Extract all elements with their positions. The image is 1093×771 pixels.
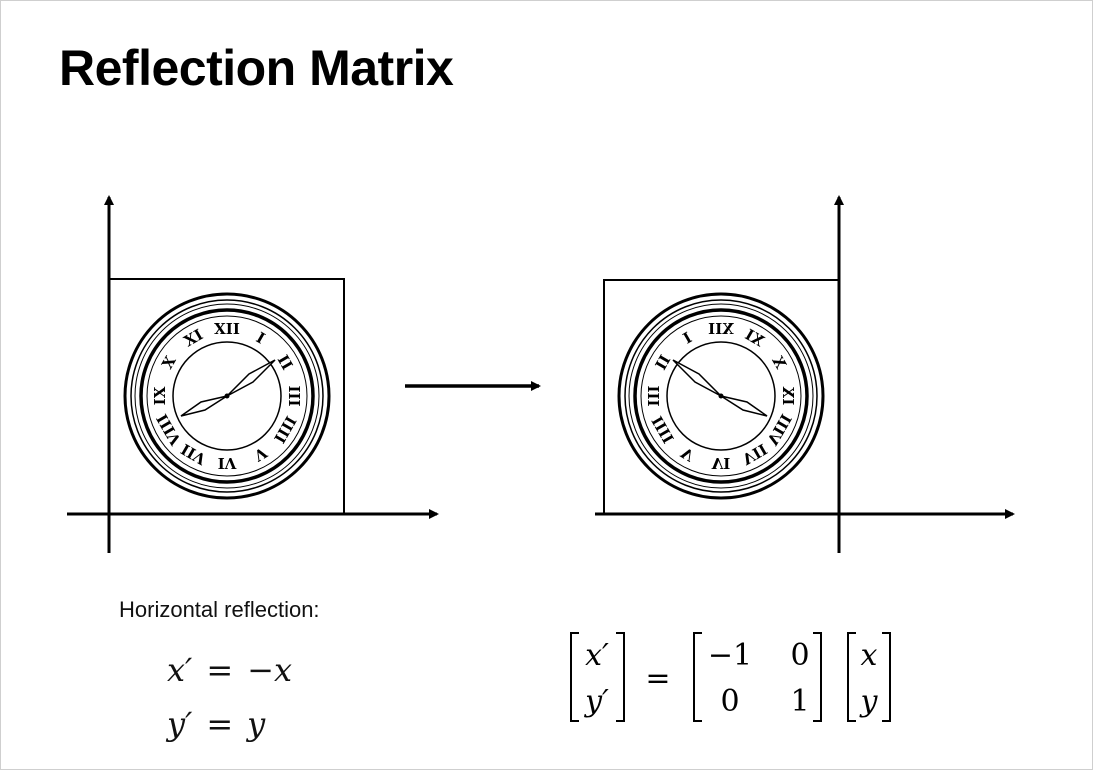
matrix-a12: 0 xyxy=(790,638,809,673)
matrix-equals: = xyxy=(645,661,670,696)
matrix-a22: 1 xyxy=(790,684,809,719)
vec-input-left-bracket xyxy=(847,632,856,722)
eq-y-op: = xyxy=(206,705,234,743)
right-clock-frame xyxy=(603,279,840,515)
equation-y: y′ = y xyxy=(167,705,265,743)
equation-x: x′ = −x xyxy=(167,651,292,689)
caption: Horizontal reflection: xyxy=(119,597,320,622)
vec-result-right-bracket xyxy=(616,632,625,722)
matrix-left-bracket xyxy=(693,632,702,722)
vec-input-right-bracket xyxy=(882,632,891,722)
eq-y-lhs: y′ xyxy=(167,705,193,743)
clock-numeral: VI xyxy=(711,454,731,472)
clock-numeral: IX xyxy=(779,386,797,405)
eq-x-rhs: −x xyxy=(247,651,292,689)
eq-x-lhs: x′ xyxy=(167,651,193,689)
left-clock-frame xyxy=(108,278,345,515)
matrix-a21: 0 xyxy=(720,684,739,719)
matrix-right-bracket xyxy=(813,632,822,722)
clock-numeral: III xyxy=(645,385,663,406)
slide-title: Reflection Matrix xyxy=(59,40,454,96)
vec-input-y: y xyxy=(859,684,879,719)
clock-numeral: XII xyxy=(214,320,240,338)
clock-numeral: III xyxy=(285,385,303,406)
eq-x-op: = xyxy=(206,651,234,689)
vec-result-left-bracket xyxy=(570,632,579,722)
vec-result-x: x′ xyxy=(585,638,609,673)
matrix-a11: −1 xyxy=(708,638,752,673)
vec-input-x: x xyxy=(861,638,878,673)
vec-result-y: y′ xyxy=(583,684,609,719)
clock-numeral: XII xyxy=(708,320,734,338)
clock-numeral: IX xyxy=(151,386,169,405)
clock-numeral: VI xyxy=(218,454,238,472)
eq-y-rhs: y xyxy=(247,705,266,743)
